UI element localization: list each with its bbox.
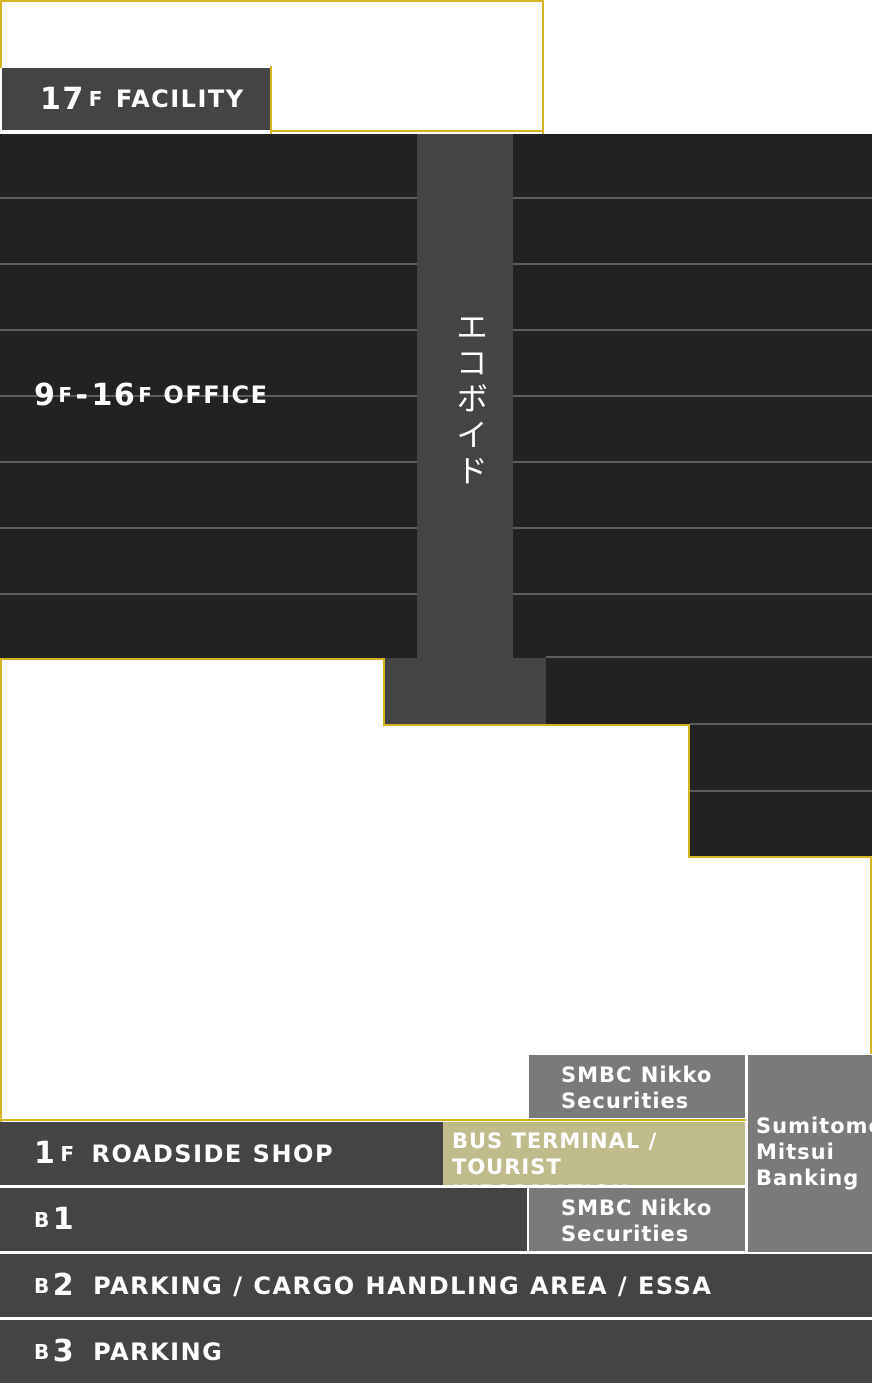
floor-line	[513, 197, 872, 199]
floor-1f-roadside-shop: 1 F ROADSIDE SHOP	[0, 1122, 443, 1185]
outline-step-bottom	[688, 856, 872, 858]
tenant-smbc-bank: Sumitomo Mitsui Banking	[748, 1055, 874, 1252]
floor-b3-prefix: B	[34, 1339, 51, 1364]
floor-line	[0, 395, 417, 397]
tenant-smbc-nikko-lower-line1: SMBC Nikko	[561, 1196, 713, 1220]
floor-1f-name: ROADSIDE SHOP	[91, 1139, 335, 1168]
floor-line	[0, 593, 417, 595]
floor-17f-number: 17	[40, 81, 85, 117]
floor-line	[513, 329, 872, 331]
tenant-bus-terminal-line1: BUS TERMINAL /	[452, 1129, 658, 1153]
outline-step-top	[0, 658, 385, 660]
floor-line	[513, 593, 872, 595]
floor-b3-name: PARKING	[93, 1337, 224, 1366]
ecovoid-base	[385, 658, 546, 724]
outline-step-down2	[688, 724, 690, 858]
outline-1f-top	[0, 1119, 746, 1121]
floor-line	[513, 527, 872, 529]
office-floor-to-unit: F	[138, 383, 154, 407]
tenant-smbc-bank-line1: Sumitomo	[756, 1114, 874, 1138]
floor-1f-unit: F	[60, 1141, 76, 1166]
floor-line	[690, 790, 872, 792]
office-floor-sep: -	[75, 377, 90, 413]
floor-line	[0, 461, 417, 463]
floor-line	[0, 329, 417, 331]
floor-line	[0, 527, 417, 529]
floor-b2: B 2 PARKING / CARGO HANDLING AREA / ESSA	[0, 1254, 872, 1317]
floor-line	[0, 197, 417, 199]
outline-17f-right	[270, 66, 272, 134]
office-label: 9 F - 16 F OFFICE	[34, 373, 269, 417]
floor-b3-number: 3	[52, 1334, 76, 1369]
outline-right	[870, 856, 872, 1054]
office-block-step1	[546, 658, 872, 724]
floor-1f-number: 1	[34, 1136, 57, 1171]
tenant-smbc-nikko-upper-line2: Securities	[561, 1089, 690, 1113]
floor-b1-prefix: B	[34, 1207, 51, 1232]
floor-line	[513, 395, 872, 397]
floor-b2-name: PARKING / CARGO HANDLING AREA / ESSA	[93, 1271, 713, 1300]
tenant-smbc-nikko-upper-line1: SMBC Nikko	[561, 1063, 713, 1087]
tenant-smbc-nikko-upper: SMBC Nikko Securities	[529, 1055, 745, 1118]
floor-line	[690, 723, 872, 725]
floor-line	[0, 263, 417, 265]
floor-17f-unit: F	[88, 87, 104, 111]
outline-step-down	[383, 658, 385, 726]
tenant-smbc-nikko-lower: SMBC Nikko Securities	[529, 1188, 745, 1251]
outline-top-right	[542, 0, 544, 134]
ecovoid-shaft	[417, 134, 513, 658]
ecovoid-label: エコボイド	[451, 310, 489, 490]
tenant-smbc-bank-line2: Mitsui	[756, 1140, 835, 1164]
floor-17f-name: FACILITY	[115, 85, 245, 113]
floor-line	[513, 263, 872, 265]
office-floor-from-unit: F	[58, 383, 74, 407]
floor-b2-number: 2	[52, 1268, 76, 1303]
floor-b2-prefix: B	[34, 1273, 51, 1298]
tenant-smbc-bank-line3: Banking	[756, 1166, 860, 1190]
office-floor-from: 9	[34, 377, 57, 413]
floor-17f-facility: 17 F FACILITY	[2, 68, 270, 130]
floor-b3: B 3 PARKING	[0, 1320, 872, 1383]
tenant-smbc-nikko-lower-line2: Securities	[561, 1222, 690, 1246]
office-floor-to: 16	[91, 377, 137, 413]
office-floor-name: OFFICE	[163, 381, 269, 409]
tenant-bus-terminal: BUS TERMINAL / TOURIST INFORMATION	[443, 1122, 745, 1205]
outline-step-mid	[383, 724, 690, 726]
floor-line	[513, 461, 872, 463]
outline-top	[0, 0, 544, 2]
outline-left	[0, 658, 2, 1122]
floor-b1: B 1	[0, 1188, 527, 1251]
outline-17f-bottom	[270, 130, 544, 132]
floor-b1-number: 1	[52, 1202, 76, 1237]
outline-top-left	[0, 0, 2, 68]
floor-line	[546, 656, 872, 658]
